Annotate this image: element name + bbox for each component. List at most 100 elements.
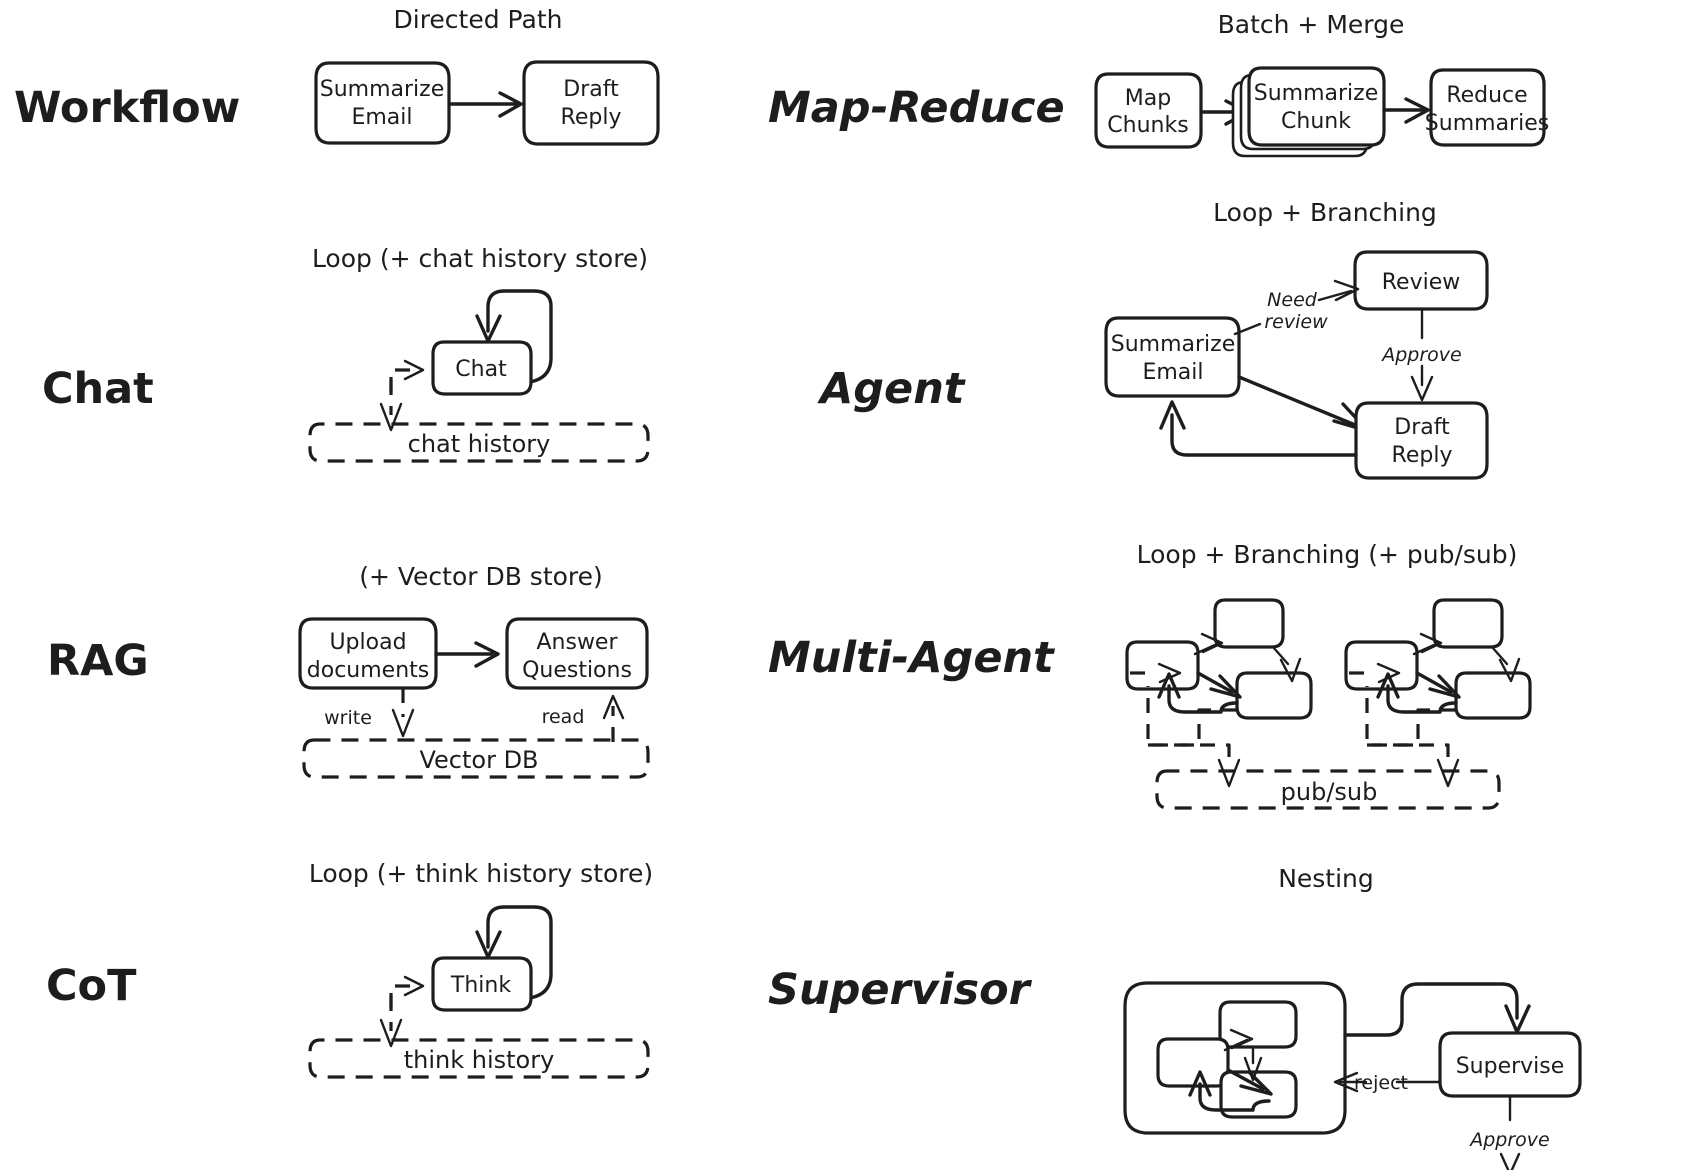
store-vector-db[interactable]: Vector DB [302, 738, 650, 779]
edge-summarize-to-draft-agent [1237, 375, 1370, 433]
edge-summarize-to-draft [447, 91, 523, 118]
node-chat[interactable]: Chat [431, 340, 533, 396]
node-label-line1: Reduce [1446, 83, 1527, 108]
cluster-a-edge-right-left [1167, 684, 1239, 714]
node-label-line1: Map [1125, 86, 1171, 111]
node-label-line1: Summarize [320, 77, 445, 102]
cluster-a-edge-top-right [1271, 645, 1290, 666]
node-label-line1: Summarize [1111, 332, 1236, 357]
caption-vector-db-store: (+ Vector DB store) [359, 562, 603, 591]
row-label-agent: Agent [817, 364, 966, 414]
edge-label-approve-supervisor: Approve [1468, 1129, 1550, 1151]
row-label-supervisor: Supervisor [768, 965, 1033, 1015]
edge-upload-to-answer [434, 641, 500, 668]
node-supervise[interactable]: Supervise [1438, 1031, 1582, 1098]
node-review[interactable]: Review [1353, 250, 1489, 311]
edge-cluster-b-to-pubsub [1367, 743, 1460, 788]
cluster-b-edge-loop-dashed [1365, 686, 1456, 747]
node-reduce-summaries[interactable]: Reduce Summaries [1425, 68, 1549, 147]
edge-review-to-draft-approve: Approve [1380, 307, 1462, 402]
node-label-line2: Questions [522, 658, 632, 683]
node-label-line2: Email [351, 105, 412, 130]
subgraph-node-left[interactable] [1156, 1037, 1230, 1088]
node-map-chunks[interactable]: Map Chunks [1094, 72, 1203, 149]
store-think-history[interactable]: think history [308, 1038, 650, 1079]
edge-supervise-reject: reject [1333, 1071, 1444, 1094]
node-label-line2: documents [307, 658, 429, 683]
cluster-a-node-top[interactable] [1213, 598, 1285, 649]
cluster-b-edge-left-top [1412, 643, 1436, 656]
node-label-line2: Summaries [1425, 111, 1549, 136]
edge-label-need: Need [1267, 289, 1318, 311]
row-label-chat: Chat [42, 364, 154, 414]
edge-think-history-write [379, 996, 403, 1048]
caption-directed-path: Directed Path [394, 5, 563, 34]
agent-cluster-a [1125, 598, 1313, 747]
cluster-b-node-right[interactable] [1454, 671, 1532, 720]
node-label: Review [1382, 270, 1461, 295]
row-label-map-reduce: Map-Reduce [768, 83, 1065, 133]
store-chat-history[interactable]: chat history [308, 422, 650, 463]
row-label-multi-agent: Multi-Agent [768, 633, 1055, 683]
node-label-line2: Chunk [1281, 109, 1351, 134]
cluster-b-edge-right-left [1386, 684, 1458, 714]
node-label-line1: Upload [329, 630, 406, 655]
node-label-line1: Draft [1394, 415, 1450, 440]
supervisor-subgraph-container[interactable] [1123, 981, 1347, 1135]
cluster-b-edge-left-right [1415, 671, 1453, 694]
node-label-line2: Chunks [1107, 113, 1188, 138]
edge-cluster-a-to-pubsub [1148, 743, 1241, 788]
subgraph-edge-left-right [1226, 1068, 1265, 1091]
caption-loop-chat: Loop (+ chat history store) [312, 244, 648, 273]
edge-think-history-read [389, 975, 425, 1008]
node-label-line2: Reply [561, 105, 622, 130]
node-summarize-email-agent[interactable]: Summarize Email [1104, 316, 1241, 398]
store-label: think history [404, 1046, 555, 1074]
node-answer-questions[interactable]: Answer Questions [505, 617, 649, 690]
subgraph-edge-right-left [1198, 1082, 1271, 1112]
node-label-line2: Reply [1392, 443, 1453, 468]
agent-cluster-b [1344, 598, 1532, 747]
store-label: Vector DB [419, 746, 538, 774]
node-summarize-chunk-stack[interactable]: Summarize Chunk [1231, 66, 1386, 158]
node-label-line1: Answer [536, 630, 618, 655]
edge-label-review: review [1264, 311, 1328, 333]
edge-label-approve: Approve [1380, 344, 1462, 366]
node-think[interactable]: Think [431, 956, 533, 1012]
edge-label-read: read [542, 706, 585, 728]
edge-supervise-approve: Approve [1468, 1094, 1550, 1170]
edge-label-write: write [324, 707, 372, 729]
node-draft-reply-agent[interactable]: Draft Reply [1354, 401, 1489, 480]
node-label-line1: Summarize [1254, 81, 1379, 106]
cluster-a-node-right[interactable] [1235, 671, 1313, 720]
store-label: pub/sub [1281, 778, 1378, 806]
node-label: Supervise [1456, 1054, 1565, 1079]
cluster-a-edge-left-right [1196, 671, 1234, 694]
subgraph-node-right[interactable] [1219, 1070, 1298, 1119]
caption-loop-branching: Loop + Branching [1213, 198, 1437, 227]
cluster-b-node-top[interactable] [1432, 598, 1504, 649]
edge-write-to-vector-db: write [324, 688, 415, 738]
row-label-cot: CoT [46, 961, 137, 1011]
cluster-a-edge-loop-dashed [1146, 686, 1237, 747]
node-label: Think [450, 973, 511, 998]
row-label-rag: RAG [47, 636, 149, 686]
edge-summarize-to-review: Need review [1233, 279, 1360, 336]
subgraph-node-top[interactable] [1218, 1000, 1298, 1049]
caption-nesting: Nesting [1278, 864, 1374, 893]
edge-subgraph-to-supervise [1343, 982, 1531, 1037]
node-upload-documents[interactable]: Upload documents [298, 617, 438, 690]
edge-read-from-vector-db: read [542, 694, 625, 742]
row-label-workflow: Workflow [14, 83, 240, 133]
cluster-b-edge-top-right [1490, 645, 1509, 666]
cluster-a-edge-left-top [1193, 643, 1217, 656]
node-summarize-email-workflow[interactable]: Summarize Email [314, 61, 451, 145]
node-label: Chat [455, 357, 507, 382]
node-label-line2: Email [1142, 360, 1203, 385]
store-label: chat history [408, 430, 551, 458]
node-draft-reply-workflow[interactable]: Draft Reply [522, 60, 660, 146]
edge-label-reject: reject [1354, 1072, 1408, 1094]
store-pub-sub[interactable]: pub/sub [1155, 769, 1501, 810]
